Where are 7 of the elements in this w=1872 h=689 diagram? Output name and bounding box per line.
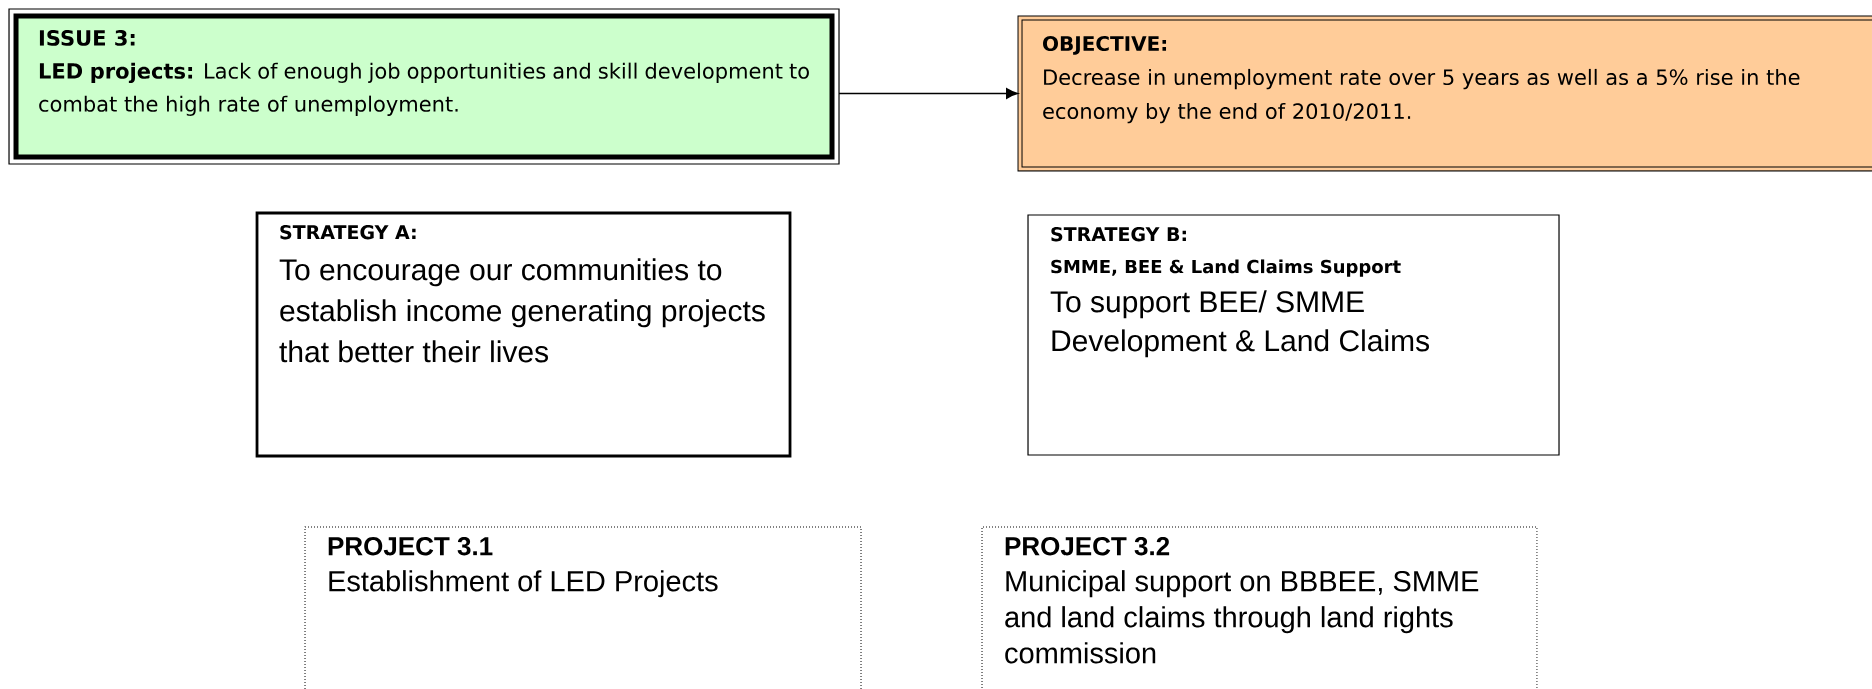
- project-box: PROJECT 3.2 Municipal support on BBBEE, SMME and land claims through land rights commission: [981, 526, 1538, 689]
- strategy-box: STRATEGY B: SMME, BEE & Land Claims Support To support BEE/ SMME Development & Land Claims: [1027, 214, 1560, 456]
- objective-box: OBJECTIVE: Decrease in unemployment rate over 5 years as well as a 5% rise in the economy by the end of 2010/2011.: [1017, 15, 1872, 172]
- issue-box: ISSUE 3: LED projects: Lack of enough job opportunities and skill development to combat the high rate of unemployment.: [8, 8, 840, 165]
- strategy-box: STRATEGY A: To encourage our communities to establish income generating projects that better their lives: [255, 211, 792, 458]
- arrow: [838, 88, 1018, 99]
- project-box: PROJECT 3.1 Establishment of LED Projects: [304, 526, 862, 689]
